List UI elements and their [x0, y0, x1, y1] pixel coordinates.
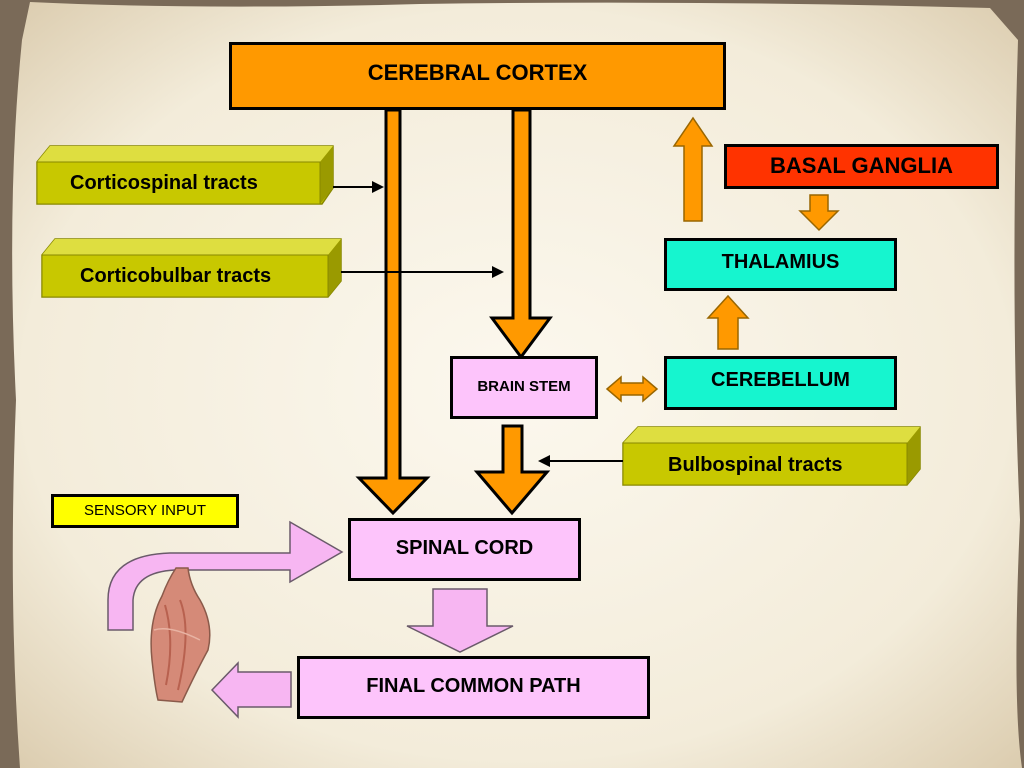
cortex-to-spinal-arrow: [355, 108, 431, 516]
bulbospinal-label-box: [622, 426, 921, 486]
muscle-icon: [150, 567, 211, 703]
sensory-input-label: SENSORY INPUT: [84, 501, 206, 519]
bulbospinal-pointer-arrow: [538, 455, 623, 467]
thalamus-label: THALAMIUS: [721, 251, 840, 273]
sensory-input-curved-arrow: [107, 520, 344, 631]
corticospinal-label-box: [36, 145, 334, 205]
basal-ganglia-label: BASAL GANGLIA: [770, 152, 953, 178]
corticobulbar-tracts-label: Corticobulbar tracts: [80, 265, 272, 287]
corticospinal-tracts-label: Corticospinal tracts: [70, 172, 258, 194]
final-common-path-box: FINAL COMMON PATH: [297, 656, 650, 719]
spinal-to-fcp-arrow: [406, 588, 514, 653]
bulbospinal-tracts-label: Bulbospinal tracts: [668, 454, 843, 476]
brain-stem-label: BRAIN STEM: [477, 377, 571, 395]
cortex-to-brainstem-arrow: [489, 108, 553, 360]
thalamus-to-cortex-arrow: [672, 116, 714, 222]
cerebellum-label: CEREBELLUM: [711, 369, 850, 391]
brain-stem-box: BRAIN STEM: [450, 356, 598, 419]
basal-to-thalamus-arrow: [798, 194, 840, 232]
basal-ganglia-box: BASAL GANGLIA: [724, 144, 999, 189]
cerebral-cortex-box: CEREBRAL CORTEX: [229, 42, 726, 110]
spinal-cord-box: SPINAL CORD: [348, 518, 581, 581]
corticobulbar-label-box: [41, 238, 342, 298]
final-common-path-label: FINAL COMMON PATH: [366, 675, 581, 697]
corticobulbar-pointer-arrow: [341, 266, 504, 278]
sensory-input-box: SENSORY INPUT: [51, 494, 239, 528]
cerebellum-to-thalamus-arrow: [706, 294, 750, 350]
brainstem-cerebellum-double-arrow: [605, 375, 659, 403]
fcp-to-muscle-arrow: [210, 661, 292, 719]
corticospinal-pointer-arrow: [333, 181, 384, 193]
cerebellum-box: CEREBELLUM: [664, 356, 897, 410]
spinal-cord-label: SPINAL CORD: [395, 537, 534, 559]
brainstem-to-spinal-arrow: [473, 424, 551, 516]
thalamus-box: THALAMIUS: [664, 238, 897, 291]
cerebral-cortex-label: CEREBRAL CORTEX: [367, 60, 588, 85]
